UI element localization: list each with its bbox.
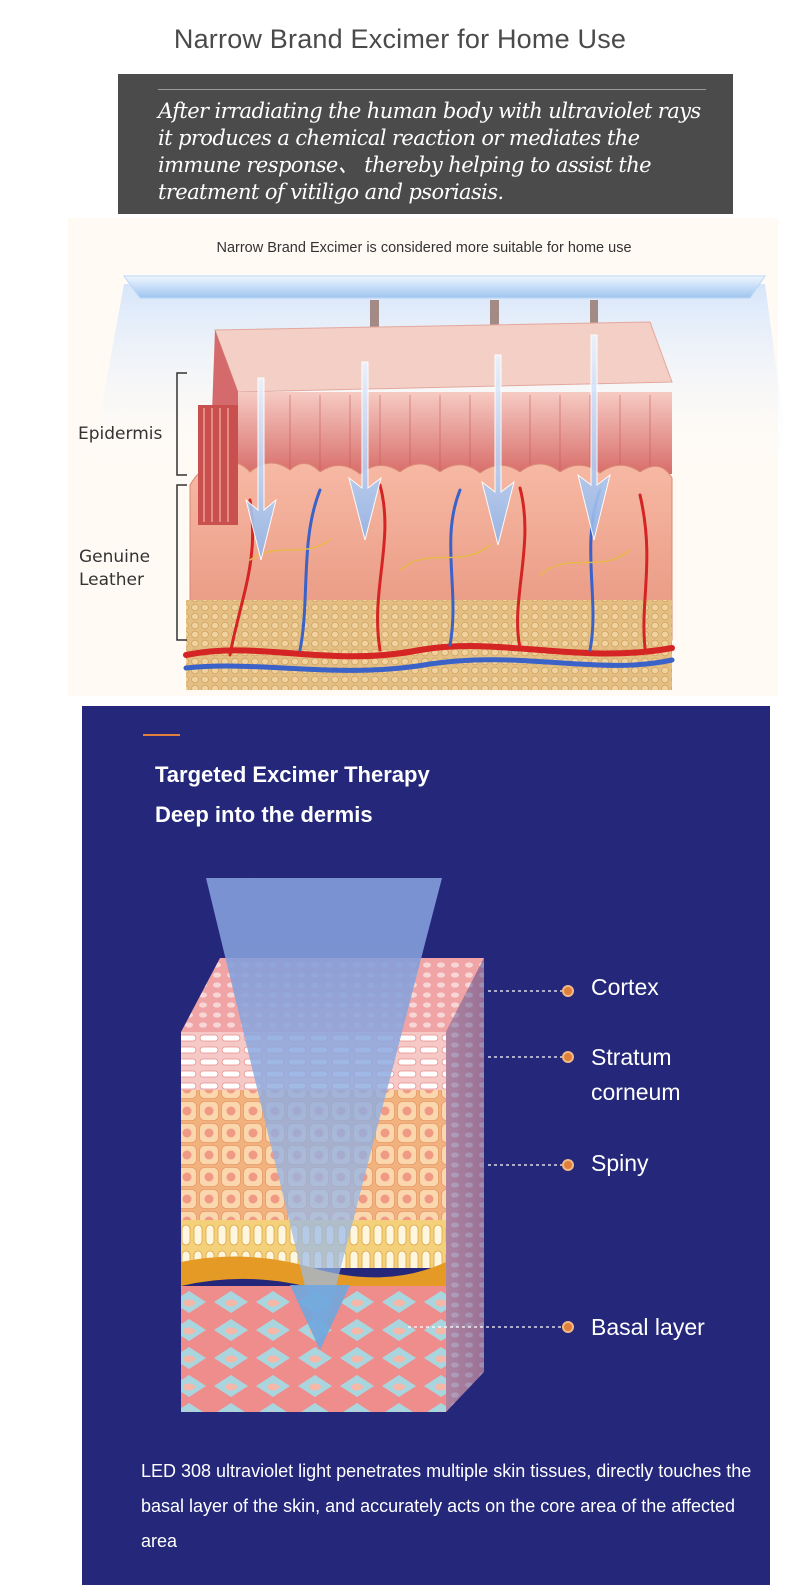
description-box: After irradiating the human body with ul… [118,74,733,214]
skin-layer-block-illustration [181,878,574,1412]
epidermis-label: Epidermis [78,424,163,444]
spiny-label: Spiny [591,1150,649,1176]
dermis-label-line1: Genuine [79,547,151,567]
home-use-caption: Narrow Brand Excimer is considered more … [216,240,632,256]
basal-layer-label: Basal layer [591,1314,705,1340]
accent-divider [143,734,180,736]
description-divider [158,89,706,90]
therapy-description: LED 308 ultraviolet light penetrates mul… [141,1461,752,1551]
therapy-heading-line1: Targeted Excimer Therapy [155,762,430,787]
stratum-label-line2: corneum [591,1079,681,1105]
therapy-heading-line2: Deep into the dermis [155,802,373,827]
page-title: Narrow Brand Excimer for Home Use [173,24,627,54]
dermis-label-line2: Leather [79,570,144,590]
cortex-label: Cortex [591,974,659,1000]
skin-cross-section-illustration [90,275,790,690]
description-text: After irradiating the human body with ul… [158,99,701,204]
stratum-label-line1: Stratum [591,1044,672,1070]
